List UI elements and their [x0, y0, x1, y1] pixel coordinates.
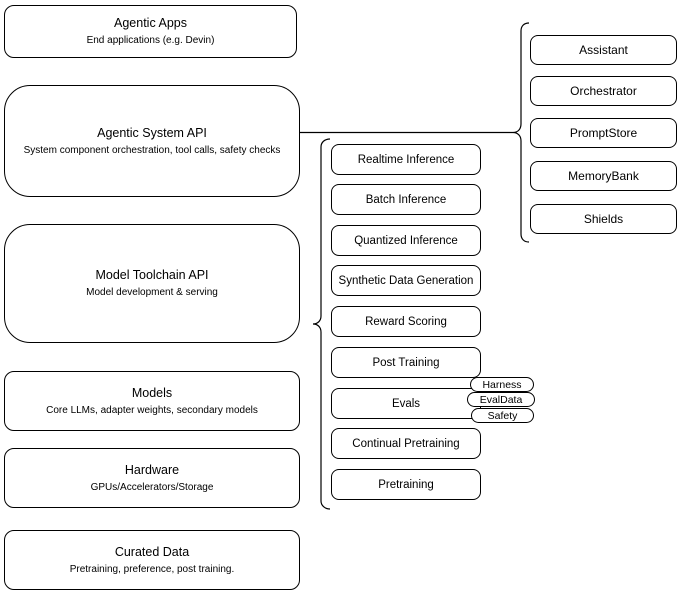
node-continual-pretraining: Continual Pretraining: [331, 428, 481, 459]
node-subtitle: GPUs/Accelerators/Storage: [90, 481, 214, 493]
node-subtitle: Pretraining, preference, post training.: [69, 563, 235, 575]
pill-evaldata: EvalData: [467, 392, 535, 407]
node-assistant: Assistant: [530, 35, 677, 65]
node-title: Model Toolchain API: [95, 268, 209, 282]
node-title: Hardware: [124, 462, 180, 477]
brace-toolchain-components: [312, 138, 331, 510]
node-reward-scoring: Reward Scoring: [331, 306, 481, 337]
node-model-toolchain-api: Model Toolchain API Model development & …: [4, 224, 300, 343]
node-batch-inference: Batch Inference: [331, 184, 481, 215]
node-title: Curated Data: [114, 544, 190, 559]
node-hardware: Hardware GPUs/Accelerators/Storage: [4, 448, 300, 508]
node-subtitle: Model development & serving: [86, 287, 218, 298]
node-memorybank: MemoryBank: [530, 161, 677, 191]
node-title: Agentic Apps: [114, 16, 187, 30]
node-subtitle: End applications (e.g. Devin): [86, 35, 215, 46]
node-orchestrator: Orchestrator: [530, 76, 677, 106]
node-subtitle: System component orchestration, tool cal…: [23, 144, 281, 156]
node-pretraining: Pretraining: [331, 469, 481, 500]
node-post-training: Post Training: [331, 347, 481, 378]
node-quantized-inference: Quantized Inference: [331, 225, 481, 256]
node-promptstore: PromptStore: [530, 118, 677, 148]
node-title: Models: [131, 385, 173, 400]
pill-safety: Safety: [471, 408, 534, 423]
node-agentic-system-api: Agentic System API System component orch…: [4, 85, 300, 197]
node-title: Agentic System API: [97, 125, 207, 140]
pill-harness: Harness: [470, 377, 534, 392]
node-curated-data: Curated Data Pretraining, preference, po…: [4, 530, 300, 590]
node-models: Models Core LLMs, adapter weights, secon…: [4, 371, 300, 431]
node-agentic-apps: Agentic Apps End applications (e.g. Devi…: [4, 5, 297, 58]
node-evals: Evals: [331, 388, 481, 419]
node-synthetic-data-generation: Synthetic Data Generation: [331, 265, 481, 296]
node-realtime-inference: Realtime Inference: [331, 144, 481, 175]
brace-system-components: [512, 22, 530, 243]
node-subtitle: Core LLMs, adapter weights, secondary mo…: [46, 404, 258, 416]
node-shields: Shields: [530, 204, 677, 234]
